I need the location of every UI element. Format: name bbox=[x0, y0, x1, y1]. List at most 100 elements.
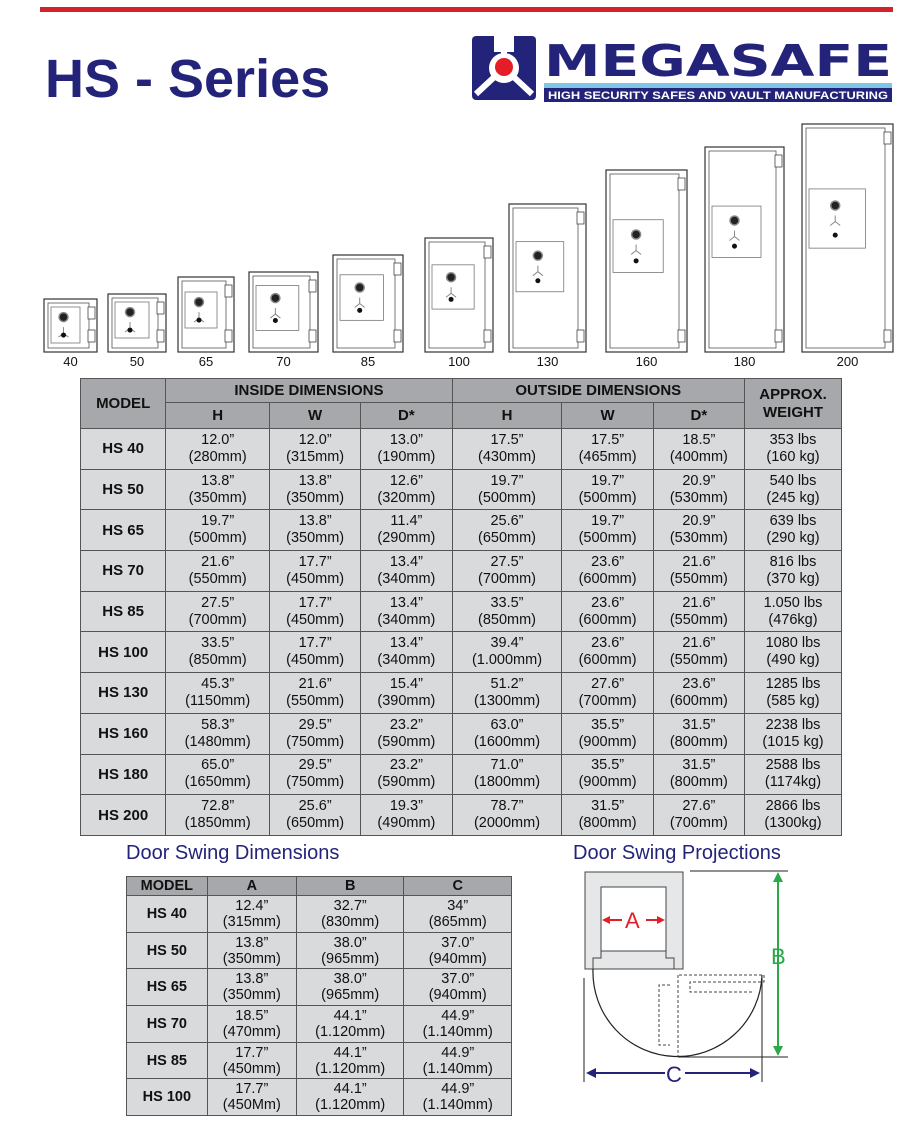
value-cell: 23.6”(600mm) bbox=[561, 590, 654, 633]
safe-100: 100 bbox=[424, 237, 494, 369]
page-title: HS - Series bbox=[45, 49, 331, 109]
dimension-subheader: W bbox=[561, 402, 654, 429]
value-cell: 27.5”(700mm) bbox=[165, 590, 271, 633]
safe-200: 200 bbox=[801, 123, 894, 369]
value-cell: 44.9”(1.140mm) bbox=[403, 1041, 512, 1080]
safe-label: 160 bbox=[636, 354, 658, 369]
safe-label: 85 bbox=[361, 354, 375, 369]
value-cell: 35.5”(900mm) bbox=[561, 753, 654, 796]
value-cell: 17.7”(450mm) bbox=[269, 631, 362, 674]
value-cell: 34”(865mm) bbox=[403, 895, 512, 933]
value-cell: 72.8”(1850mm) bbox=[165, 794, 271, 836]
value-cell: 1285 lbs(585 kg) bbox=[744, 672, 842, 714]
safe-85: 85 bbox=[332, 254, 404, 369]
model-cell: HS 160 bbox=[79, 712, 167, 755]
value-cell: 32.7”(830mm) bbox=[295, 895, 405, 933]
value-cell: 23.6”(600mm) bbox=[561, 550, 654, 592]
outside-dimensions-header: OUTSIDE DIMENSIONS bbox=[451, 378, 746, 403]
value-cell: 19.7”(500mm) bbox=[165, 509, 271, 552]
value-cell: 29.5”(750mm) bbox=[269, 712, 362, 755]
value-cell: 12.0”(315mm) bbox=[269, 428, 362, 470]
value-cell: 27.6”(700mm) bbox=[561, 672, 654, 714]
value-cell: 23.6”(600mm) bbox=[561, 631, 654, 674]
door-swing-title: Door Swing Dimensions bbox=[126, 842, 340, 864]
model-cell: HS 40 bbox=[79, 428, 167, 470]
dimension-subheader: W bbox=[269, 402, 362, 429]
top-accent-bar bbox=[40, 7, 893, 12]
value-cell: 12.0”(280mm) bbox=[165, 428, 271, 470]
safe-65: 65 bbox=[177, 276, 235, 369]
value-cell: 33.5”(850mm) bbox=[451, 590, 563, 633]
safe-160: 160 bbox=[605, 169, 688, 369]
value-cell: 23.6”(600mm) bbox=[652, 672, 746, 714]
value-cell: 38.0”(965mm) bbox=[295, 968, 405, 1007]
value-cell: 27.5”(700mm) bbox=[451, 550, 563, 592]
value-cell: 18.5”(400mm) bbox=[652, 428, 746, 470]
door-header: C bbox=[403, 876, 512, 896]
model-cell: HS 50 bbox=[79, 468, 167, 511]
safe-label: 40 bbox=[63, 354, 77, 369]
value-cell: 21.6”(550mm) bbox=[652, 590, 746, 633]
value-cell: 13.8”(350mm) bbox=[206, 931, 297, 970]
value-cell: 13.8”(350mm) bbox=[269, 468, 362, 511]
model-cell: HS 85 bbox=[126, 1041, 208, 1080]
value-cell: 27.6”(700mm) bbox=[652, 794, 746, 836]
value-cell: 12.6”(320mm) bbox=[360, 468, 453, 511]
model-cell: HS 200 bbox=[79, 794, 167, 836]
value-cell: 353 lbs(160 kg) bbox=[744, 428, 842, 470]
safe-label: 65 bbox=[199, 354, 213, 369]
model-cell: HS 70 bbox=[79, 550, 167, 592]
value-cell: 29.5”(750mm) bbox=[269, 753, 362, 796]
label-b: B bbox=[771, 944, 786, 969]
value-cell: 17.7”(450mm) bbox=[269, 550, 362, 592]
value-cell: 20.9”(530mm) bbox=[652, 468, 746, 511]
value-cell: 2588 lbs(1174kg) bbox=[744, 753, 842, 796]
value-cell: 1.050 lbs(476kg) bbox=[744, 590, 842, 633]
value-cell: 18.5”(470mm) bbox=[206, 1005, 297, 1043]
value-cell: 17.7”(450Mm) bbox=[206, 1078, 297, 1117]
projections-title: Door Swing Projections bbox=[573, 842, 781, 864]
door-header: MODEL bbox=[126, 876, 208, 896]
value-cell: 19.7”(500mm) bbox=[451, 468, 563, 511]
value-cell: 23.2”(590mm) bbox=[360, 753, 453, 796]
value-cell: 63.0”(1600mm) bbox=[451, 712, 563, 755]
value-cell: 13.8”(350mm) bbox=[206, 968, 297, 1007]
inside-dimensions-header: INSIDE DIMENSIONS bbox=[165, 378, 453, 403]
model-cell: HS 70 bbox=[126, 1005, 208, 1043]
safe-label: 100 bbox=[448, 354, 470, 369]
value-cell: 20.9”(530mm) bbox=[652, 509, 746, 552]
value-cell: 31.5”(800mm) bbox=[652, 753, 746, 796]
value-cell: 12.4”(315mm) bbox=[206, 895, 297, 933]
value-cell: 44.1”(1.120mm) bbox=[295, 1078, 405, 1117]
model-cell: HS 100 bbox=[126, 1078, 208, 1117]
value-cell: 44.9”(1.140mm) bbox=[403, 1005, 512, 1043]
value-cell: 44.9”(1.140mm) bbox=[403, 1078, 512, 1117]
value-cell: 17.5”(430mm) bbox=[451, 428, 563, 470]
safe-label: 70 bbox=[276, 354, 290, 369]
model-header: MODEL bbox=[79, 378, 167, 429]
value-cell: 21.6”(550mm) bbox=[269, 672, 362, 714]
value-cell: 11.4”(290mm) bbox=[360, 509, 453, 552]
value-cell: 19.7”(500mm) bbox=[561, 509, 654, 552]
value-cell: 13.8”(350mm) bbox=[269, 509, 362, 552]
specifications-table: MODEL INSIDE DIMENSIONS OUTSIDE DIMENSIO… bbox=[79, 378, 842, 836]
value-cell: 23.2”(590mm) bbox=[360, 712, 453, 755]
value-cell: 37.0”(940mm) bbox=[403, 968, 512, 1007]
dimension-subheader: H bbox=[451, 402, 563, 429]
value-cell: 51.2”(1300mm) bbox=[451, 672, 563, 714]
value-cell: 25.6”(650mm) bbox=[451, 509, 563, 552]
door-swing-diagram: B C A bbox=[583, 870, 788, 1087]
model-cell: HS 100 bbox=[79, 631, 167, 674]
weight-header: APPROX. WEIGHT bbox=[744, 378, 842, 429]
door-header: B bbox=[295, 876, 405, 896]
value-cell: 45.3”(1150mm) bbox=[165, 672, 271, 714]
